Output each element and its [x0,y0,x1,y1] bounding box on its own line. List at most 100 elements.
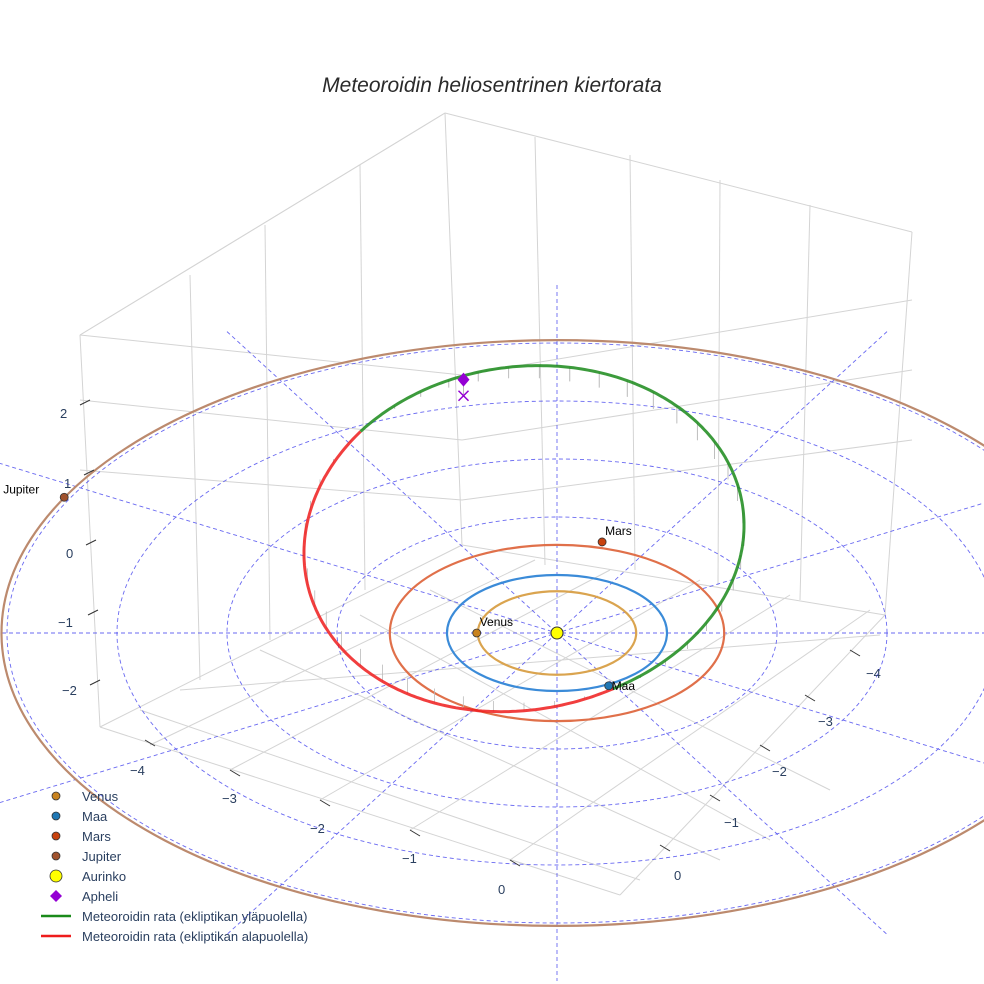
grid-line [189,274,201,681]
legend-label: Mars [82,828,111,844]
sun-marker [550,626,564,640]
sun-icon [38,868,74,884]
orbit-jupiter [0,339,984,927]
meteoroid-orbit-above [359,364,746,690]
grid-line [319,579,701,801]
grid-line [619,614,886,896]
legend-label: Meteoroidin rata (ekliptikan yläpuolella… [82,908,308,924]
grid-line [534,136,546,566]
z-tick-mark [89,679,101,686]
grid-line [461,544,886,616]
ecliptic-spoke [226,331,888,935]
grid-line [359,164,366,591]
meteoroid-orbit-below [302,430,615,714]
grid-line [629,154,636,571]
grid-line [799,204,811,601]
grid-line [429,589,831,791]
grid-line [717,179,721,586]
z-tick-label: 0 [66,546,73,561]
dot-icon [38,830,74,842]
grid-line [461,299,913,376]
legend-item[interactable]: Jupiter [38,846,308,866]
legend-item[interactable]: Aurinko [38,866,308,886]
grid-line [179,634,881,691]
legend-item[interactable]: Meteoroidin rata (ekliptikan alapuolella… [38,926,308,946]
grid-line [229,569,611,771]
dot-icon [38,790,74,802]
y-tick-label: 0 [674,868,681,883]
line-icon [38,933,74,939]
orbit-maa [445,573,669,693]
diamond-icon [38,889,74,903]
z-tick-mark [85,539,97,546]
legend-label: Venus [82,788,119,804]
x-tick-mark [509,859,521,867]
grid-line [509,609,871,861]
grid-line [444,112,463,546]
x-tick-mark [409,829,421,837]
grid-line [359,614,771,841]
grid-line [444,112,913,233]
legend-label: Jupiter [82,848,122,864]
z-tick-mark [83,469,95,476]
line-icon [38,913,74,919]
legend-label: Maa [82,808,108,824]
legend-item[interactable]: Apheli [38,886,308,906]
planet-label: Venus [480,615,513,629]
grid-line [461,369,913,441]
grid-line [79,112,446,336]
grid-line [264,224,271,641]
orbit-mars [388,543,726,723]
planet-label: Mars [605,524,632,538]
y-tick-label: −2 [772,764,787,779]
legend-item[interactable]: Maa [38,806,308,826]
legend-item[interactable]: Mars [38,826,308,846]
y-tick-mark [709,794,721,802]
x-tick-label: −4 [130,763,145,778]
x-tick-mark [144,739,156,747]
grid-line [79,334,101,728]
z-tick-mark [79,399,91,406]
y-tick-label: −4 [866,666,881,681]
grid-line [461,439,913,501]
planet-marker-mars [597,537,607,547]
z-tick-label: 1 [64,476,71,491]
planet-marker-venus [472,628,482,638]
x-tick-label: −3 [222,791,237,806]
x-tick-label: −1 [402,851,417,866]
y-tick-label: −3 [818,714,833,729]
z-tick-label: −2 [62,683,77,698]
x-tick-label: −2 [310,821,325,836]
legend-item[interactable]: Meteoroidin rata (ekliptikan yläpuolella… [38,906,308,926]
ecliptic-ring [336,516,778,750]
z-tick-mark [87,609,99,616]
grid-line [99,726,621,896]
y-tick-mark [659,844,671,852]
grid-line [79,399,463,441]
grid-line [884,231,913,616]
planet-marker-maa [604,681,614,691]
x-tick-mark [319,799,331,807]
planet-label: Maa [612,679,636,693]
grid-line [139,709,641,881]
grid-line [149,559,536,746]
grid-line [79,469,463,501]
dot-icon [38,810,74,822]
grid-line [409,594,791,831]
y-tick-mark [804,694,816,702]
legend-label: Apheli [82,888,119,904]
aphelion-marker [457,372,470,387]
aphelion-projection-marker [457,390,470,402]
grid-line [99,544,463,728]
z-tick-label: −1 [58,615,73,630]
chart-title: Meteoroidin heliosentrinen kiertorata [322,74,662,97]
z-tick-label: 2 [60,406,67,421]
legend-label: Aurinko [82,868,127,884]
planet-marker-jupiter [59,492,69,502]
dot-icon [38,850,74,862]
legend-label: Meteoroidin rata (ekliptikan alapuolella… [82,928,309,944]
legend-item[interactable]: Venus [38,786,308,806]
x-tick-mark [229,769,241,777]
